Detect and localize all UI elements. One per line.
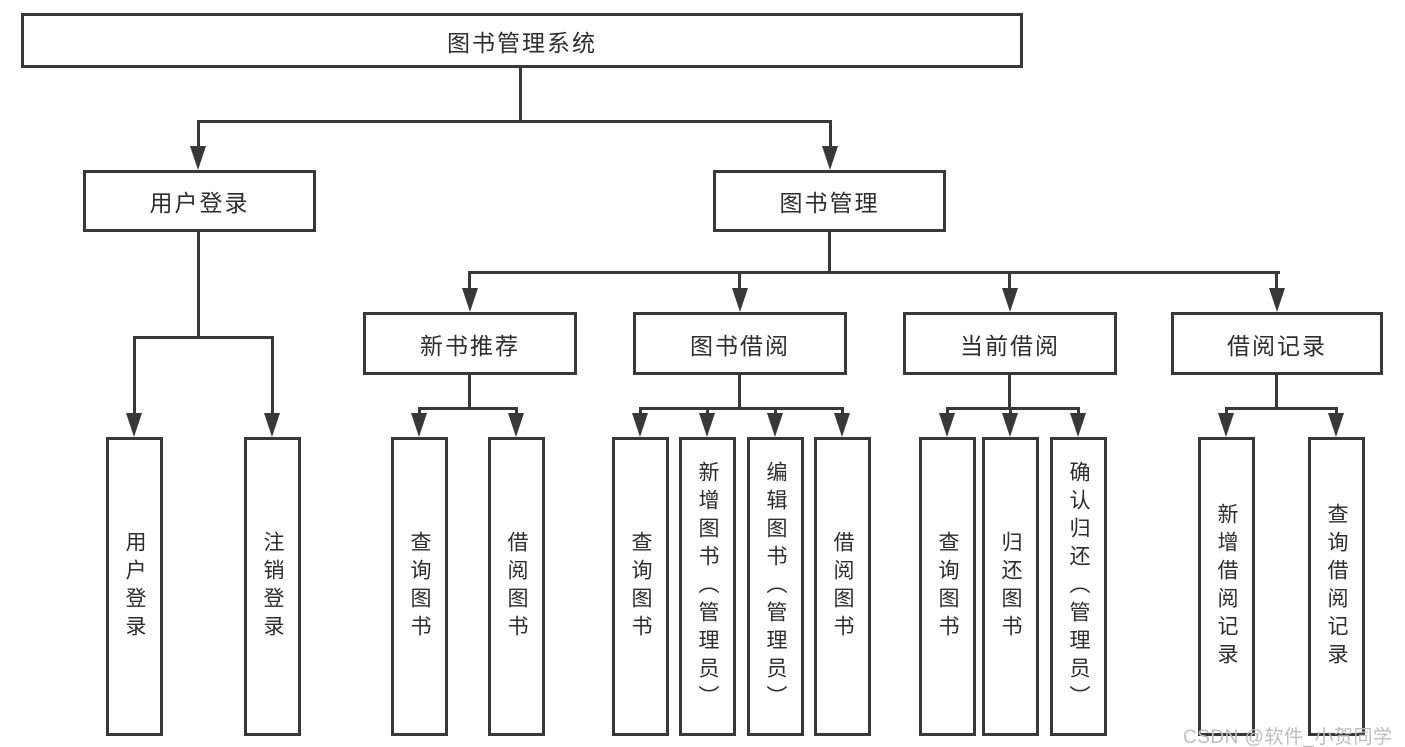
leaf-add-borrow-record: 新增借阅记录 <box>1198 437 1255 736</box>
arrow-down-icon <box>264 413 280 437</box>
arrow-down-icon <box>411 413 427 437</box>
arrow-down-icon <box>822 146 838 170</box>
leaf-label: 编辑图书（管理员） <box>764 460 787 713</box>
arrow-down-icon <box>508 413 524 437</box>
leaf-label: 注销登录 <box>261 530 284 643</box>
arrow-down-icon <box>462 288 478 312</box>
arrow-down-icon <box>699 413 715 437</box>
edge-drop-leaf <box>418 407 421 417</box>
leaf-return-books: 归还图书 <box>982 437 1039 736</box>
edge-current-borrow-bus <box>946 407 1080 410</box>
node-user-login: 用户登录 <box>83 170 316 232</box>
edge-drop-user-login <box>197 120 200 150</box>
arrow-down-icon <box>1328 413 1344 437</box>
leaf-query-borrow-record: 查询借阅记录 <box>1308 437 1365 736</box>
node-root-label: 图书管理系统 <box>447 29 597 56</box>
leaf-borrow-books: 借阅图书 <box>814 437 871 736</box>
arrow-down-icon <box>767 413 783 437</box>
arrow-down-icon <box>126 413 142 437</box>
arrow-down-icon <box>834 413 850 437</box>
edge-drop-leaf <box>1009 407 1012 417</box>
edge-drop-leaf <box>133 336 136 418</box>
node-new-book-recommend: 新书推荐 <box>363 312 577 375</box>
node-book-management: 图书管理 <box>713 170 946 232</box>
leaf-user-login: 用户登录 <box>106 437 163 736</box>
edge-user-login-trunk <box>197 232 200 339</box>
edge-book-mgmt-trunk <box>828 232 831 274</box>
edge-drop-leaf <box>706 407 709 417</box>
leaf-label: 查询图书 <box>629 530 652 643</box>
edge-current-borrow-trunk <box>1008 375 1011 409</box>
edge-borrow-records-trunk <box>1275 375 1278 409</box>
node-current-borrowing: 当前借阅 <box>903 312 1117 375</box>
edge-drop-leaf <box>774 407 777 417</box>
edge-new-books-bus <box>418 407 518 410</box>
leaf-label: 用户登录 <box>123 530 146 643</box>
edge-drop-leaf <box>1077 407 1080 417</box>
csdn-watermark: CSDN @软件_小贺同学 <box>1183 727 1393 747</box>
edge-user-login-bus <box>133 336 274 339</box>
arrow-down-icon <box>1002 413 1018 437</box>
edge-root-trunk <box>519 68 522 122</box>
leaf-logout: 注销登录 <box>244 437 301 736</box>
leaf-add-books-admin: 新增图书（管理员） <box>679 437 736 736</box>
edge-book-mgmt-bus <box>469 271 1280 274</box>
edge-drop-leaf <box>271 336 274 418</box>
node-user-login-label: 用户登录 <box>149 190 250 216</box>
arrow-down-icon <box>1218 413 1234 437</box>
node-book-borrowing-label: 图书借阅 <box>690 332 790 359</box>
leaf-label: 新增借阅记录 <box>1215 502 1238 671</box>
edge-drop-book-mgmt <box>829 120 832 150</box>
leaf-label: 借阅图书 <box>505 530 528 643</box>
arrow-down-icon <box>1269 288 1285 312</box>
edge-drop-leaf <box>639 407 642 417</box>
edge-borrow-records-bus <box>1225 407 1338 410</box>
leaf-borrow-books-recommend: 借阅图书 <box>488 437 545 736</box>
edge-drop-leaf <box>1225 407 1228 417</box>
leaf-query-books-recommend: 查询图书 <box>391 437 448 736</box>
node-borrowing-records: 借阅记录 <box>1171 312 1383 375</box>
arrow-down-icon <box>732 288 748 312</box>
node-borrowing-records-label: 借阅记录 <box>1227 332 1327 359</box>
leaf-confirm-return-admin: 确认归还（管理员） <box>1050 437 1107 736</box>
leaf-label: 新增图书（管理员） <box>696 460 719 713</box>
leaf-label: 归还图书 <box>999 530 1022 643</box>
leaf-edit-books-admin: 编辑图书（管理员） <box>747 437 804 736</box>
node-book-borrowing: 图书借阅 <box>633 312 847 375</box>
edge-book-borrow-bus <box>639 407 844 410</box>
arrow-down-icon <box>190 146 206 170</box>
edge-drop-new-books <box>468 271 471 293</box>
node-book-management-label: 图书管理 <box>779 190 880 216</box>
leaf-query-books-borrowing: 查询图书 <box>612 437 669 736</box>
edge-drop-leaf <box>515 407 518 417</box>
node-new-book-recommend-label: 新书推荐 <box>420 332 520 359</box>
edge-drop-leaf <box>1335 407 1338 417</box>
leaf-label: 查询借阅记录 <box>1325 502 1348 671</box>
edge-drop-leaf <box>841 407 844 417</box>
node-current-borrowing-label: 当前借阅 <box>960 332 1060 359</box>
arrow-down-icon <box>939 413 955 437</box>
arrow-down-icon <box>632 413 648 437</box>
node-root-library-system: 图书管理系统 <box>21 13 1023 68</box>
arrow-down-icon <box>1070 413 1086 437</box>
edge-drop-leaf <box>946 407 949 417</box>
leaf-query-books-current: 查询图书 <box>919 437 976 736</box>
edge-drop-current-borrow <box>1008 271 1011 293</box>
edge-drop-borrow-records <box>1275 271 1278 293</box>
arrow-down-icon <box>1002 288 1018 312</box>
leaf-label: 查询图书 <box>936 530 959 643</box>
edge-root-bus <box>197 120 832 123</box>
leaf-label: 借阅图书 <box>831 530 854 643</box>
edge-book-borrow-trunk <box>738 375 741 409</box>
leaf-label: 查询图书 <box>408 530 431 643</box>
edge-drop-book-borrow <box>738 271 741 293</box>
leaf-label: 确认归还（管理员） <box>1067 460 1090 713</box>
edge-new-books-trunk <box>468 375 471 409</box>
